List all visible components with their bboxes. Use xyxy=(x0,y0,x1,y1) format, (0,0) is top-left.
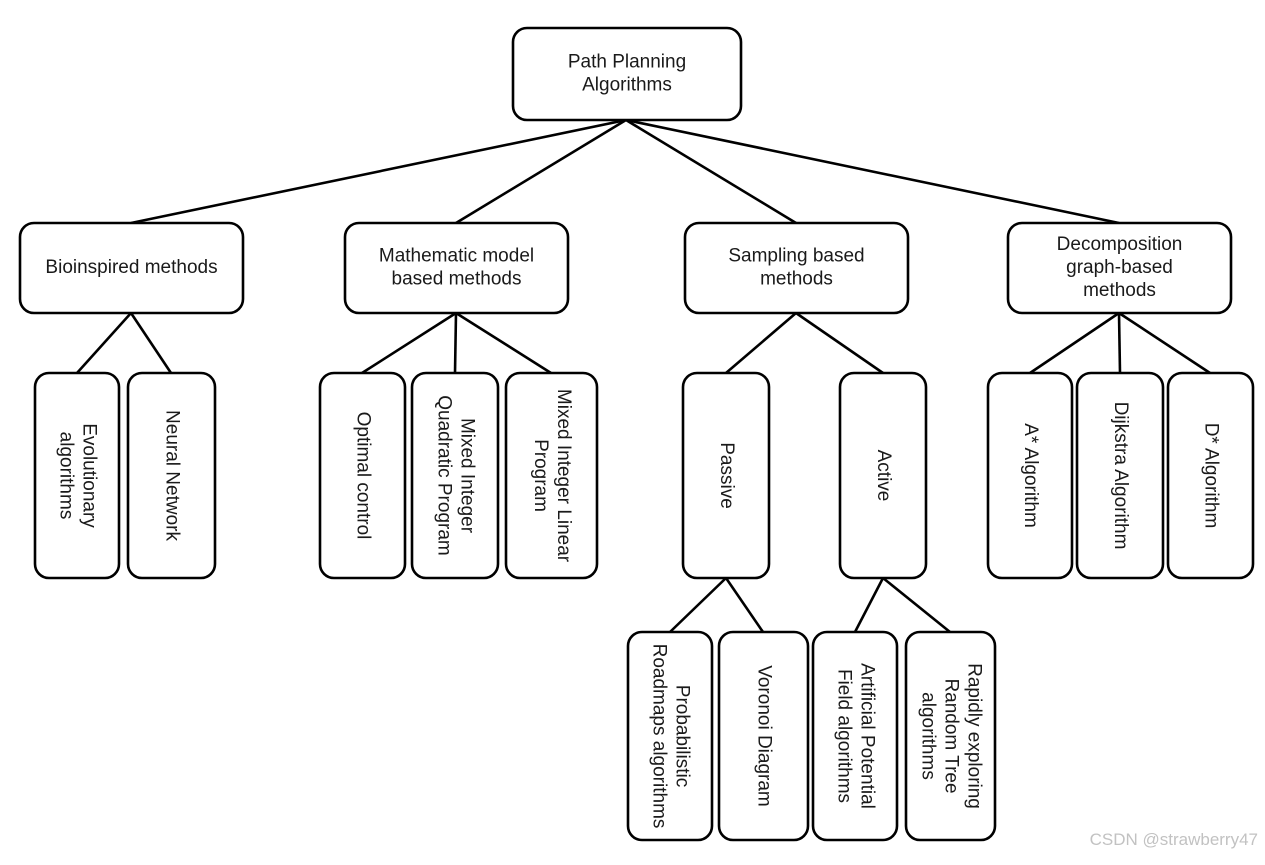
edge-mathematic-to-optimal-control xyxy=(361,311,457,375)
node-box-root xyxy=(511,26,743,122)
node-bioinspired[interactable]: Bioinspired methods xyxy=(18,221,245,315)
node-box-prm xyxy=(626,630,714,842)
node-label-prm: ProbabilisticRoadmaps algorithms xyxy=(648,644,692,829)
node-box-decomposition xyxy=(1006,221,1233,315)
node-label-dijkstra: Dijkstra Algorithm xyxy=(1110,402,1131,550)
node-box-passive xyxy=(681,371,771,580)
node-label-active: Active xyxy=(873,450,894,502)
node-box-evolutionary xyxy=(33,371,121,580)
edge-sampling-to-active xyxy=(795,311,884,375)
node-label-milp: Mixed Integer LinearProgram xyxy=(530,389,574,563)
node-d-star[interactable]: D* Algorithm xyxy=(1166,371,1255,580)
node-box-bioinspired xyxy=(18,221,245,315)
node-label-miqp: Mixed IntegerQuadratic Program xyxy=(433,395,477,556)
edge-active-to-apf xyxy=(853,577,885,633)
node-box-active xyxy=(838,371,928,580)
edge-bioinspired-to-neural-network xyxy=(129,312,173,374)
node-label-apf: Artificial PotentialField algorithms xyxy=(833,663,877,809)
edge-root-to-decomposition xyxy=(625,118,1120,225)
node-box-apf xyxy=(811,630,899,842)
edge-decomposition-to-d-star xyxy=(1118,311,1211,375)
connector-lines-group xyxy=(76,118,1211,634)
node-label-voronoi: Voronoi Diagram xyxy=(753,665,774,807)
node-label-a-star: A* Algorithm xyxy=(1020,423,1041,528)
edge-root-to-sampling xyxy=(625,118,797,225)
node-rrt[interactable]: Rapidly exploringRandom Treealgorithms xyxy=(904,630,997,842)
edge-sampling-to-passive xyxy=(725,312,797,374)
node-a-star[interactable]: A* Algorithm xyxy=(986,371,1074,580)
node-label-d-star: D* Algorithm xyxy=(1200,423,1221,529)
edge-root-to-bioinspired xyxy=(130,118,627,225)
node-voronoi[interactable]: Voronoi Diagram xyxy=(717,630,810,842)
node-evolutionary[interactable]: Evolutionaryalgorithms xyxy=(33,371,121,580)
node-neural-network[interactable]: Neural Network xyxy=(126,371,217,580)
node-apf[interactable]: Artificial PotentialField algorithms xyxy=(811,630,899,842)
node-miqp[interactable]: Mixed IntegerQuadratic Program xyxy=(410,371,500,580)
edge-bioinspired-to-evolutionary xyxy=(76,312,132,374)
node-box-mathematic xyxy=(343,221,570,315)
node-dijkstra[interactable]: Dijkstra Algorithm xyxy=(1075,371,1165,580)
node-box-miqp xyxy=(410,371,500,580)
node-box-milp xyxy=(504,371,599,580)
node-box-a-star xyxy=(986,371,1074,580)
edge-mathematic-to-miqp xyxy=(453,312,458,374)
node-box-neural-network xyxy=(126,371,217,580)
edge-passive-to-prm xyxy=(669,577,727,633)
node-label-evolutionary: Evolutionaryalgorithms xyxy=(55,423,99,528)
node-label-bioinspired: Bioinspired methods xyxy=(45,257,217,278)
edge-decomposition-to-a-star xyxy=(1029,311,1120,375)
node-box-optimal-control xyxy=(318,371,407,580)
node-label-optimal-control: Optimal control xyxy=(352,412,373,540)
node-label-passive: Passive xyxy=(716,442,737,509)
edge-root-to-mathematic xyxy=(455,118,627,225)
node-box-voronoi xyxy=(717,630,810,842)
node-box-dijkstra xyxy=(1075,371,1165,580)
node-prm[interactable]: ProbabilisticRoadmaps algorithms xyxy=(626,630,714,842)
node-optimal-control[interactable]: Optimal control xyxy=(318,371,407,580)
edge-decomposition-to-dijkstra xyxy=(1117,312,1122,374)
node-active[interactable]: Active xyxy=(838,371,928,580)
edge-passive-to-voronoi xyxy=(724,577,765,633)
node-box-sampling xyxy=(683,221,910,315)
edge-mathematic-to-milp xyxy=(455,311,552,375)
node-label-neural-network: Neural Network xyxy=(161,410,182,541)
node-label-rrt: Rapidly exploringRandom Treealgorithms xyxy=(917,663,984,809)
watermark-label: CSDN @strawberry47 xyxy=(1090,830,1258,849)
node-box-d-star xyxy=(1166,371,1255,580)
node-box-rrt xyxy=(904,630,997,842)
edge-active-to-rrt xyxy=(882,576,951,634)
node-passive[interactable]: Passive xyxy=(681,371,771,580)
node-milp[interactable]: Mixed Integer LinearProgram xyxy=(504,371,599,580)
